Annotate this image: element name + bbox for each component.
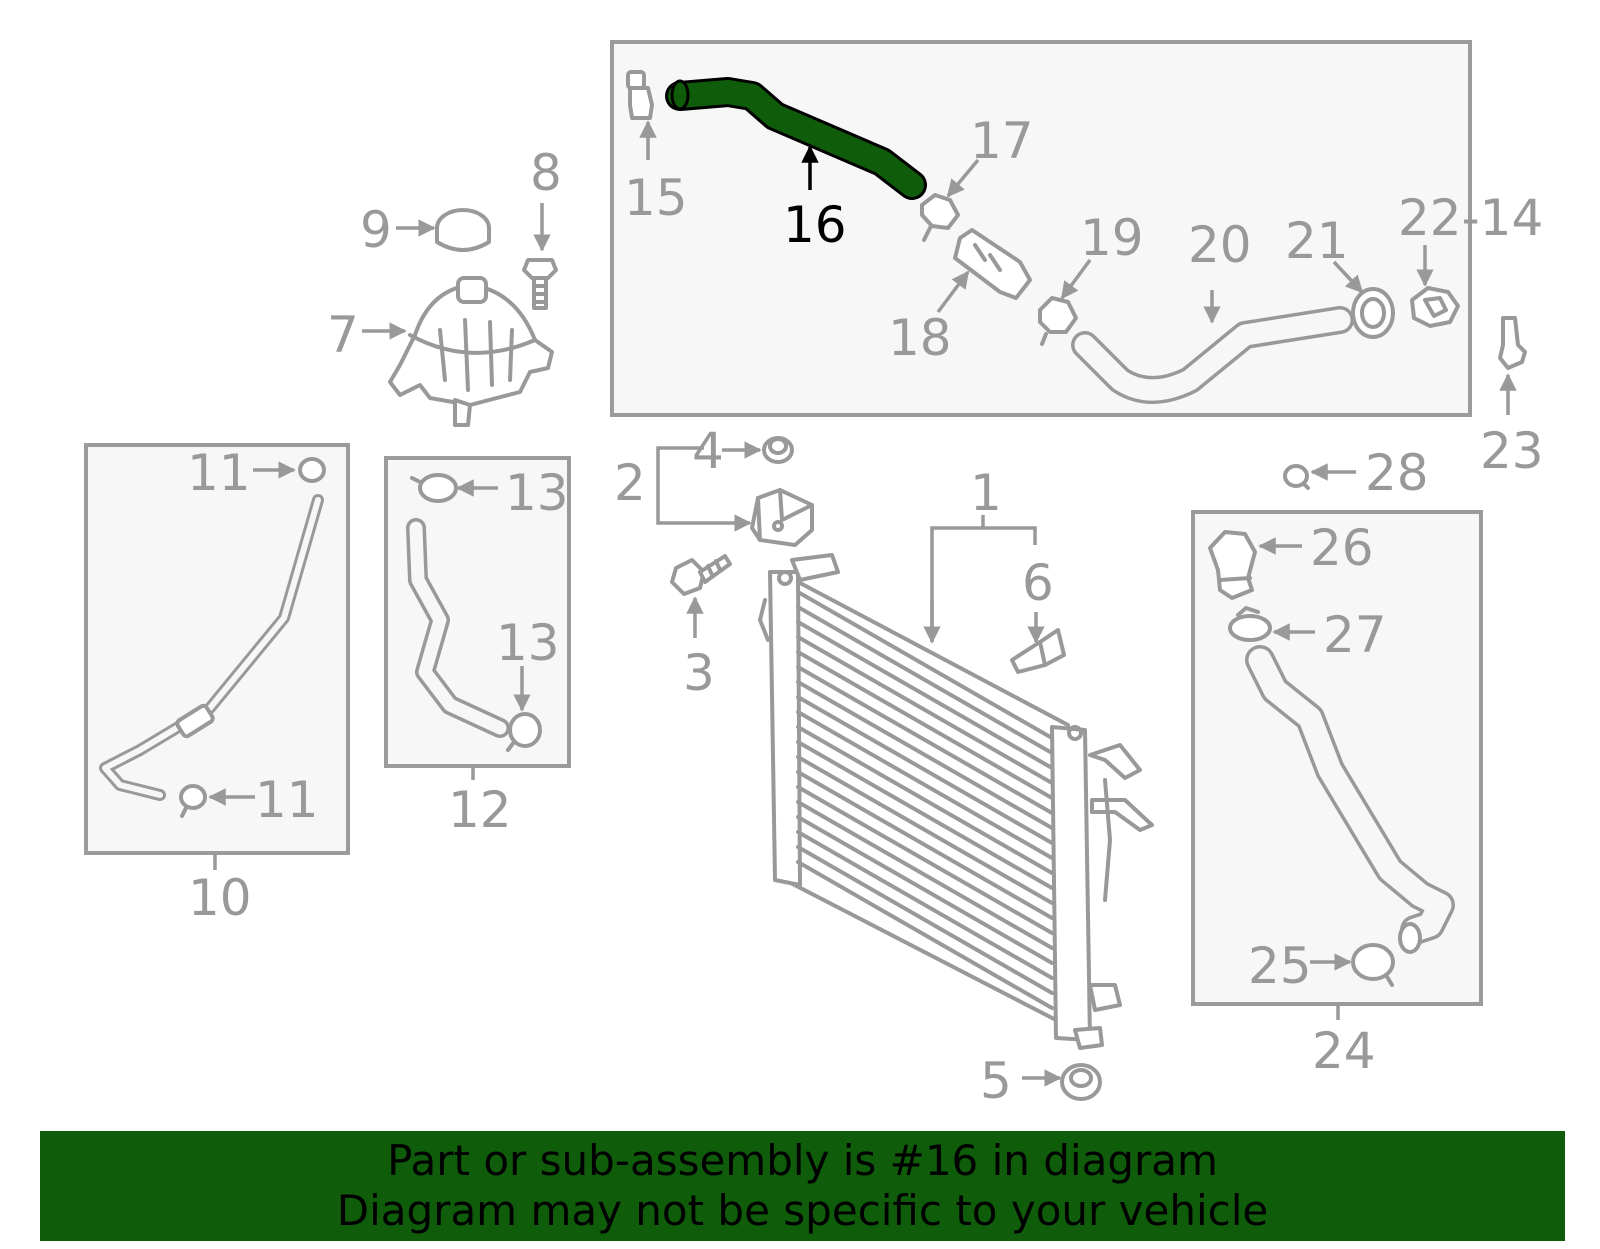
label-13-bottom: 13: [496, 614, 560, 672]
label-11-bottom: 11: [255, 771, 319, 829]
label-16: 16: [783, 196, 847, 254]
part-7-reservoir[interactable]: [388, 276, 554, 427]
label-20: 20: [1188, 216, 1252, 274]
label-22-14: 22-14: [1398, 189, 1543, 247]
part-11-clamp-bottom[interactable]: [179, 784, 207, 818]
part-6-plug[interactable]: [1010, 628, 1066, 674]
label-17: 17: [970, 112, 1034, 170]
label-18: 18: [888, 309, 952, 367]
label-15: 15: [624, 169, 688, 227]
label-24: 24: [1312, 1022, 1376, 1080]
part-26-elbow[interactable]: [1208, 530, 1257, 600]
label-5: 5: [980, 1052, 1012, 1110]
part-1-radiator[interactable]: [758, 553, 1154, 1050]
part-16-hose[interactable]: [665, 77, 927, 200]
part-27-clamp[interactable]: [1228, 606, 1272, 642]
label-27: 27: [1323, 606, 1387, 664]
label-7: 7: [327, 306, 359, 364]
label-13-top: 13: [505, 464, 569, 522]
label-3: 3: [683, 644, 715, 702]
part-13-clamp-top[interactable]: [410, 473, 458, 503]
part-9-cap[interactable]: [435, 208, 491, 252]
part-28-clip[interactable]: [1283, 464, 1310, 490]
label-21: 21: [1285, 212, 1349, 270]
part-24-hose[interactable]: [1245, 645, 1455, 954]
label-8: 8: [530, 144, 562, 202]
part-25-clamp[interactable]: [1351, 943, 1395, 987]
label-1: 1: [970, 464, 1002, 522]
part-10-pipe[interactable]: [99, 494, 324, 801]
label-12: 12: [448, 781, 512, 839]
part-22-fitting[interactable]: [1410, 286, 1460, 328]
label-23: 23: [1480, 422, 1544, 480]
part-5-grommet[interactable]: [1060, 1063, 1102, 1101]
label-2: 2: [614, 454, 646, 512]
part-15-clip[interactable]: [626, 70, 654, 120]
part-19-clamp[interactable]: [1038, 296, 1078, 346]
part-4-clip[interactable]: [762, 436, 794, 464]
info-banner: Part or sub-assembly is #16 in diagram D…: [40, 1131, 1565, 1241]
banner-line-1: Part or sub-assembly is #16 in diagram: [387, 1136, 1218, 1185]
label-10: 10: [188, 869, 252, 927]
part-12-hose[interactable]: [406, 518, 510, 738]
label-25: 25: [1248, 937, 1312, 995]
part-8-bolt[interactable]: [522, 258, 558, 310]
part-13-clamp-bottom[interactable]: [506, 712, 542, 752]
label-9: 9: [360, 201, 392, 259]
label-6: 6: [1022, 554, 1054, 612]
label-26: 26: [1310, 519, 1374, 577]
banner-line-2: Diagram may not be specific to your vehi…: [336, 1186, 1269, 1235]
part-17-clamp[interactable]: [920, 193, 960, 242]
part-23-bracket[interactable]: [1498, 316, 1527, 370]
part-3-bolt[interactable]: [670, 554, 732, 596]
part-21-clamp[interactable]: [1351, 287, 1395, 339]
label-11-top: 11: [187, 444, 251, 502]
part-18-connector[interactable]: [953, 228, 1032, 300]
part-11-clamp-top[interactable]: [298, 457, 326, 483]
label-28: 28: [1365, 444, 1429, 502]
label-4: 4: [692, 422, 724, 480]
part-20-hose[interactable]: [1071, 306, 1354, 404]
part-2-bracket[interactable]: [750, 488, 814, 547]
label-19: 19: [1080, 209, 1144, 267]
